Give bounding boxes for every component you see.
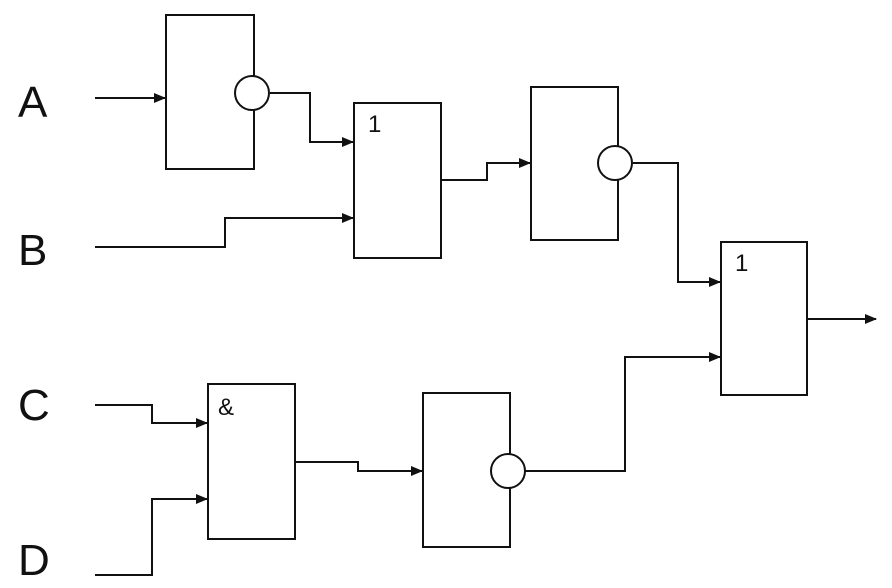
input-label-a: A <box>18 78 48 127</box>
and-gate-symbol: & <box>218 394 234 421</box>
input-label-d: D <box>18 536 50 585</box>
input-label-c: C <box>18 381 50 430</box>
input-label-b: B <box>18 226 47 275</box>
and-gate: & <box>207 383 296 540</box>
or-gate-final: 1 <box>720 241 808 396</box>
wire-not-a-to-or <box>270 92 354 147</box>
inverter-bubble <box>234 75 270 111</box>
wire-d-to-and <box>95 494 208 576</box>
or-gate-1-symbol: 1 <box>368 111 381 138</box>
wire-b-to-or <box>95 213 354 248</box>
wire-or-to-not <box>442 158 531 181</box>
or-gate-1: 1 <box>353 102 442 259</box>
inverter-bubble <box>490 453 526 489</box>
wire-not-or-to-final-or <box>633 162 721 287</box>
inverter-bubble <box>597 145 633 181</box>
or-gate-final-symbol: 1 <box>735 250 748 277</box>
not-gate-and <box>422 392 526 548</box>
wire-c-to-and <box>95 404 208 428</box>
wire-and-to-not <box>296 461 423 476</box>
wire-not-and-to-final-or <box>525 352 721 472</box>
not-gate-or <box>530 86 633 241</box>
not-gate-a <box>165 14 270 170</box>
